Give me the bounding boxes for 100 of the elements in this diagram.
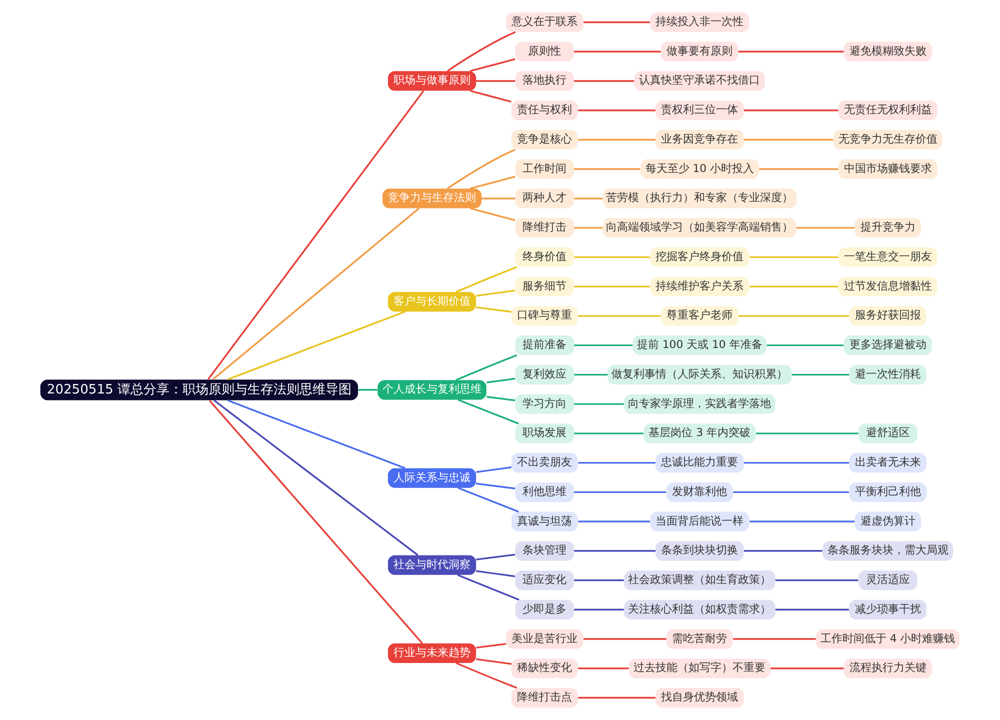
node-box: 无竞争力无生存价值 (833, 130, 942, 150)
connector (476, 306, 512, 313)
node-box: 关注核心利益（如权责需求） (624, 600, 776, 620)
connector (470, 58, 516, 72)
connector (583, 638, 666, 640)
node-box: 挖掘客户终身价值 (650, 247, 750, 267)
node-box: 真诚与坦荡 (511, 512, 578, 532)
node-box: 行业与未来趋势 (388, 643, 476, 663)
connector (738, 315, 850, 317)
node-box: 20250515 谭总分享：职场原则与生存法则思维导图 (40, 380, 358, 400)
connector (476, 643, 506, 649)
connector (744, 462, 850, 464)
node-box: 责权利三位一体 (656, 100, 744, 120)
node-box: 竞争力与生存法则 (382, 188, 482, 208)
node-box: 避虚伪算计 (854, 512, 922, 532)
connector (578, 138, 656, 141)
node-box: 美业是苦行业 (506, 629, 584, 649)
node-box: 客户与长期价值 (388, 292, 476, 312)
connector (583, 21, 650, 24)
connector (482, 198, 516, 200)
node-box: 责任与权利 (511, 100, 578, 120)
node-box: 学习方向 (515, 394, 574, 414)
node-box: 不出卖朋友 (511, 453, 578, 473)
connector (213, 400, 418, 556)
node-box: 一笔生意交一朋友 (838, 247, 938, 267)
node-box: 提前准备 (515, 336, 574, 356)
node-box: 社会与时代洞察 (388, 555, 476, 575)
connector (750, 286, 838, 288)
node-box: 出卖者无未来 (849, 453, 926, 473)
connector (796, 226, 855, 229)
connector (792, 374, 850, 376)
connector (574, 50, 661, 52)
connector (446, 31, 516, 72)
node-box: 减少琐事干扰 (849, 600, 926, 620)
connector (476, 570, 516, 578)
node-box: 提升竞争力 (854, 218, 922, 238)
node-box: 工作时间低于 4 小时难赚钱 (816, 629, 960, 649)
connector (756, 432, 858, 434)
node-box: 更多选择避被动 (844, 336, 932, 356)
connector (750, 256, 838, 258)
connector (775, 579, 858, 582)
connector (574, 550, 656, 552)
node-box: 条条服务块块，需大局观 (822, 541, 954, 561)
node-box: 持续投入非一次性 (650, 12, 750, 32)
connector (574, 286, 650, 288)
connector (470, 176, 516, 190)
node-box: 两种人才 (515, 188, 574, 208)
node-box: 职场发展 (515, 424, 574, 444)
node-box: 认真快坚守承诺不找借口 (634, 71, 765, 91)
connector (578, 668, 629, 670)
node-box: 条块管理 (515, 541, 574, 561)
node-box: 职场与做事原则 (388, 71, 476, 91)
connector (578, 520, 650, 522)
node-box: 当面背后能说一样 (650, 512, 750, 532)
connector (766, 344, 844, 346)
node-box: 基层岗位 3 年内突破 (644, 424, 756, 444)
connector (574, 344, 633, 346)
connector (574, 168, 640, 170)
connector (733, 491, 849, 494)
node-box: 个人成长与复利思维 (378, 380, 486, 400)
node-box: 社会政策调整（如生育政策） (624, 570, 776, 590)
connector (227, 310, 406, 380)
node-box: 平衡利己利他 (849, 482, 926, 502)
connector (744, 138, 834, 141)
node-box: 适应变化 (515, 570, 574, 590)
node-box: 持续维护客户关系 (650, 276, 750, 296)
node-box: 过节发信息增黏性 (838, 276, 938, 296)
node-box: 意义在于联系 (506, 12, 584, 32)
connector (578, 109, 656, 112)
connector (470, 207, 516, 222)
node-box: 服务细节 (515, 276, 574, 296)
node-box: 尊重客户老师 (661, 306, 738, 326)
connector (476, 290, 516, 297)
node-box: 发财靠利他 (666, 482, 733, 502)
connector (458, 398, 519, 424)
node-box: 降维打击点 (511, 688, 578, 708)
node-box: 少即是多 (515, 600, 574, 620)
node-box: 忠诚比能力重要 (656, 453, 744, 473)
connector (476, 80, 516, 82)
connector (456, 662, 518, 689)
node-box: 流程执行力关键 (844, 658, 932, 678)
node-box: 避舒适区 (858, 424, 918, 444)
node-box: 复利效应 (515, 364, 574, 384)
connector (476, 466, 512, 473)
node-box: 业务因竞争存在 (656, 130, 744, 150)
connector (208, 90, 424, 380)
node-box: 做复利事情（人际关系、知识积累） (608, 364, 792, 384)
node-box: 提前 100 天或 10 年准备 (632, 336, 767, 356)
node-box: 避免模糊致失败 (844, 42, 932, 62)
node-box: 服务好获回报 (849, 306, 926, 326)
connector (574, 608, 624, 611)
node-box: 稀缺性变化 (511, 658, 578, 678)
connector (458, 487, 519, 513)
node-box: 利他思维 (515, 482, 574, 502)
connector (470, 90, 512, 103)
connector (208, 400, 423, 644)
node-box: 避一次性消耗 (849, 364, 926, 384)
connector (476, 554, 516, 560)
node-box: 终身价值 (515, 247, 574, 267)
connector (578, 696, 656, 699)
